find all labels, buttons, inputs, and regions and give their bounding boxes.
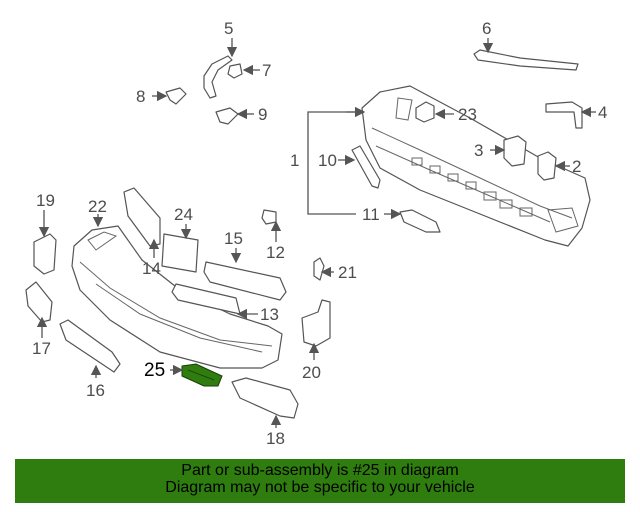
bumper-reinforcement-part [361, 85, 591, 247]
part-2-bracket [537, 151, 557, 181]
callout-6: 6 [482, 19, 491, 38]
callout-23: 23 [458, 105, 477, 124]
callout-15: 15 [224, 229, 243, 248]
callout-21: 21 [338, 263, 357, 282]
part-24-plate [161, 233, 199, 273]
part-3-bracket [503, 135, 527, 167]
callout-5: 5 [224, 19, 233, 38]
callout-20: 20 [302, 363, 321, 382]
part-19-bracket [33, 233, 57, 275]
notice-line-part: Part or sub-assembly is #25 in diagram [181, 462, 459, 479]
parts-diagram: 5 7 8 9 6 4 23 3 2 1 10 11 19 22 24 12 1… [25, 19, 607, 448]
callout-25: 25 [144, 360, 165, 381]
part-11-piece [399, 209, 441, 233]
callout-14: 14 [142, 259, 161, 278]
part-14-strip [123, 187, 161, 247]
callout-8: 8 [136, 87, 145, 106]
part-23-clip [415, 101, 435, 123]
highlight-notice-banner: Part or sub-assembly is #25 in diagram D… [15, 459, 625, 503]
callout-17: 17 [32, 339, 51, 358]
callout-13: 13 [260, 305, 279, 324]
part-25-detail [187, 369, 215, 381]
callout-7: 7 [262, 61, 271, 80]
callout-3: 3 [474, 141, 483, 160]
part-18-endpiece [231, 377, 299, 419]
part-15-strip [203, 261, 287, 301]
part-4-bracket [545, 101, 583, 129]
part-13-strip [171, 283, 241, 315]
callout-22: 22 [88, 197, 107, 216]
callout-10: 10 [318, 151, 337, 170]
callout-9: 9 [258, 105, 267, 124]
callout-16: 16 [86, 381, 105, 400]
part-20-bracket [301, 299, 331, 347]
notice-line-disclaimer: Diagram may not be specific to your vehi… [165, 479, 475, 496]
part-8-fastener [165, 87, 187, 105]
callout-2: 2 [572, 157, 581, 176]
part-5-strip [203, 55, 233, 99]
part-21-fastener [313, 257, 325, 281]
part-7-fastener [227, 63, 243, 79]
part-9-fastener [215, 107, 239, 125]
part-12-clip [261, 209, 277, 225]
part-6-strip [473, 49, 579, 71]
callout-18: 18 [266, 429, 285, 448]
part-16-strip [59, 319, 121, 373]
part-10-strip [351, 145, 381, 189]
callout-1: 1 [290, 151, 299, 170]
callout-19: 19 [36, 191, 55, 210]
callout-24: 24 [174, 205, 193, 224]
callout-11: 11 [362, 205, 380, 224]
callout-12: 12 [266, 243, 285, 262]
callout-4: 4 [598, 103, 607, 122]
part-17-cap [25, 281, 53, 323]
